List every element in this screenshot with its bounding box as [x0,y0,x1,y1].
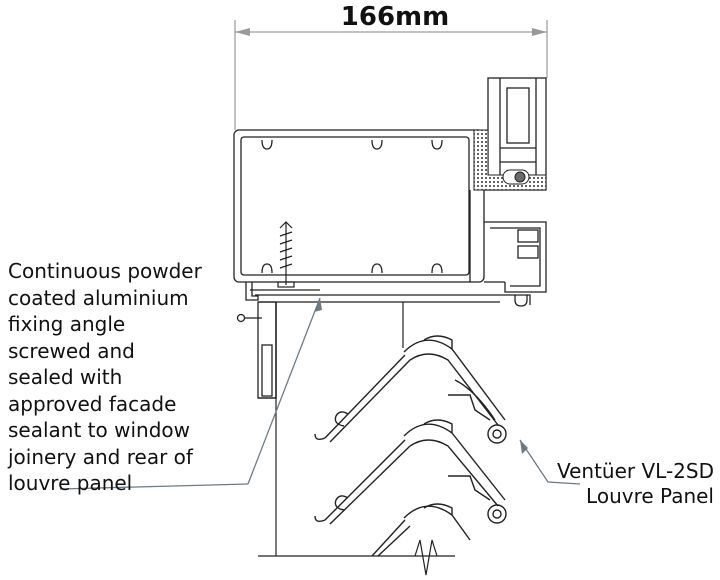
dimension-label: 166mm [340,2,450,32]
note-line: Louvre Panel [586,484,714,508]
note-line: louvre panel [8,471,133,495]
gasket [473,129,547,191]
glazing-unit [487,77,547,181]
note-line: screwed and [8,338,135,363]
note-line: joinery and rear of [8,444,193,469]
leader-lines [59,297,581,490]
fixing-angle [236,282,531,399]
note-line: fixing angle [8,312,126,336]
note-line: sealed with [8,365,123,389]
wall-lines [258,302,455,576]
fixing-angle-note: Continuous powder coated aluminium fixin… [8,258,258,497]
note-line: coated aluminium [8,285,189,310]
louvre-blades [314,335,507,557]
note-line: Ventüer VL-2SD [556,459,714,483]
note-line: sealant to window [8,418,190,442]
fixing-screw [277,221,295,288]
dimension-line [234,20,548,130]
louvre-note: Ventüer VL-2SD Louvre Panel [524,459,714,509]
note-line: approved facade [8,391,177,416]
note-line: Continuous powder [8,259,202,283]
